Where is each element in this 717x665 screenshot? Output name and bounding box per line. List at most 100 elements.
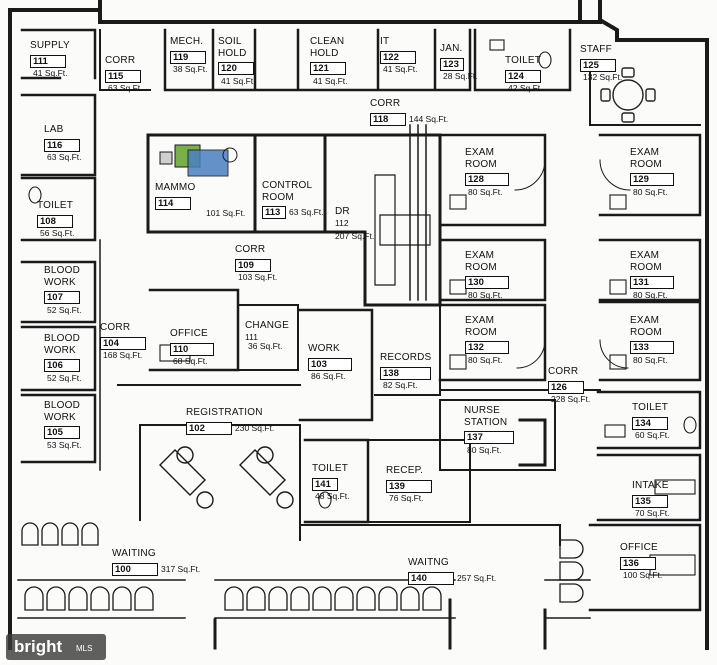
room-number: 133 [630, 341, 674, 354]
wall-lower-right [299, 524, 561, 546]
room-number: 100 [112, 562, 158, 576]
watermark-brand: bright [14, 637, 63, 656]
room-name: ROOM [630, 158, 662, 170]
room-area: 41 Sq.Ft. [313, 75, 348, 86]
room-area: 132 Sq.Ft. [583, 72, 623, 83]
room-name: BLOOD [44, 333, 81, 344]
room-area: 41 Sq.Ft. [383, 64, 418, 75]
room-name: SOIL [218, 36, 242, 47]
room-name: OFFICE [170, 328, 208, 339]
wall-blood106 [20, 325, 97, 392]
room-number: 140 [408, 571, 454, 585]
room-number: 118 [370, 112, 406, 126]
room-name: RECORDS [380, 352, 432, 363]
room-name: INTAKE [632, 480, 669, 491]
room-number: 103 [308, 357, 352, 371]
wall-corridor-band [117, 384, 601, 391]
wall-change [237, 304, 299, 371]
room-area: 80 Sq.Ft. [468, 289, 503, 300]
room-area: 60 Sq.Ft. [635, 430, 670, 441]
room-name: CLEAN [310, 36, 345, 47]
wall-nurse-desk [518, 418, 547, 467]
room-number: 136 [620, 556, 656, 570]
wall-exam131 [598, 238, 702, 302]
room-area: 70 Sq.Ft. [635, 508, 670, 519]
room-area: 41 Sq.Ft. [33, 68, 68, 79]
room-number: 123 [440, 57, 464, 71]
room-area: 76 Sq.Ft. [389, 493, 424, 504]
room-number: 141 [312, 477, 338, 491]
room-name: HOLD [218, 47, 247, 59]
outer-wall-top [8, 0, 709, 650]
wall-toilet124 [473, 28, 572, 92]
room-name: EXAM [630, 250, 660, 261]
waiting-chairs [21, 522, 584, 611]
room-area: 80 Sq.Ft. [633, 289, 668, 300]
room-number: 126 [548, 380, 584, 394]
mammo-equipment [159, 144, 238, 177]
room-area: 168 Sq.Ft. [103, 350, 143, 361]
room-area: 86 Sq.Ft. [311, 371, 346, 382]
door-swings [514, 159, 631, 369]
room-name: ROOM [465, 326, 497, 338]
room-name: NURSE [464, 405, 501, 416]
room-name: RECEP. [386, 465, 424, 476]
room-number: 134 [632, 416, 668, 430]
staff-table [600, 67, 656, 123]
wall-lab [20, 93, 97, 177]
room-name: EXAM [465, 250, 495, 261]
room-name: EXAM [465, 147, 495, 158]
registration-desks [159, 446, 294, 509]
room-area: 228 Sq.Ft. [551, 394, 591, 405]
room-name: BLOOD [44, 265, 81, 276]
room-area: 52 Sq.Ft. [47, 372, 82, 383]
room-name: SUPPLY [30, 40, 70, 51]
wall-intake [596, 453, 702, 522]
wall-work [298, 308, 374, 422]
room-number: 128 [465, 173, 509, 186]
room-name: WORK [44, 344, 76, 356]
room-name: CORR [100, 322, 131, 333]
wall-control [253, 133, 327, 234]
room-area: 80 Sq.Ft. [633, 354, 668, 365]
room-number: 132 [465, 341, 509, 354]
room-number: 109 [235, 258, 271, 272]
wall-supply [20, 28, 97, 80]
room-area: 103 Sq.Ft. [238, 272, 278, 283]
room-area: 28 Sq.Ft. [443, 71, 478, 82]
room-area: 63 Sq.Ft. [47, 152, 82, 163]
wall-exam133 [598, 300, 702, 382]
wall-nurse [439, 399, 556, 471]
room-name: BLOOD [44, 400, 81, 411]
room-number: 129 [630, 173, 674, 186]
room-number: 121 [310, 62, 346, 75]
room-name: JAN. [440, 43, 463, 54]
room-area: 56 Sq.Ft. [40, 228, 75, 239]
room-number: 111 [245, 331, 258, 342]
wall-recep [369, 439, 471, 523]
room-area: 63 Sq.Ft. [108, 83, 143, 94]
room-name: REGISTRATION [186, 407, 263, 418]
room-number: 116 [44, 138, 80, 152]
